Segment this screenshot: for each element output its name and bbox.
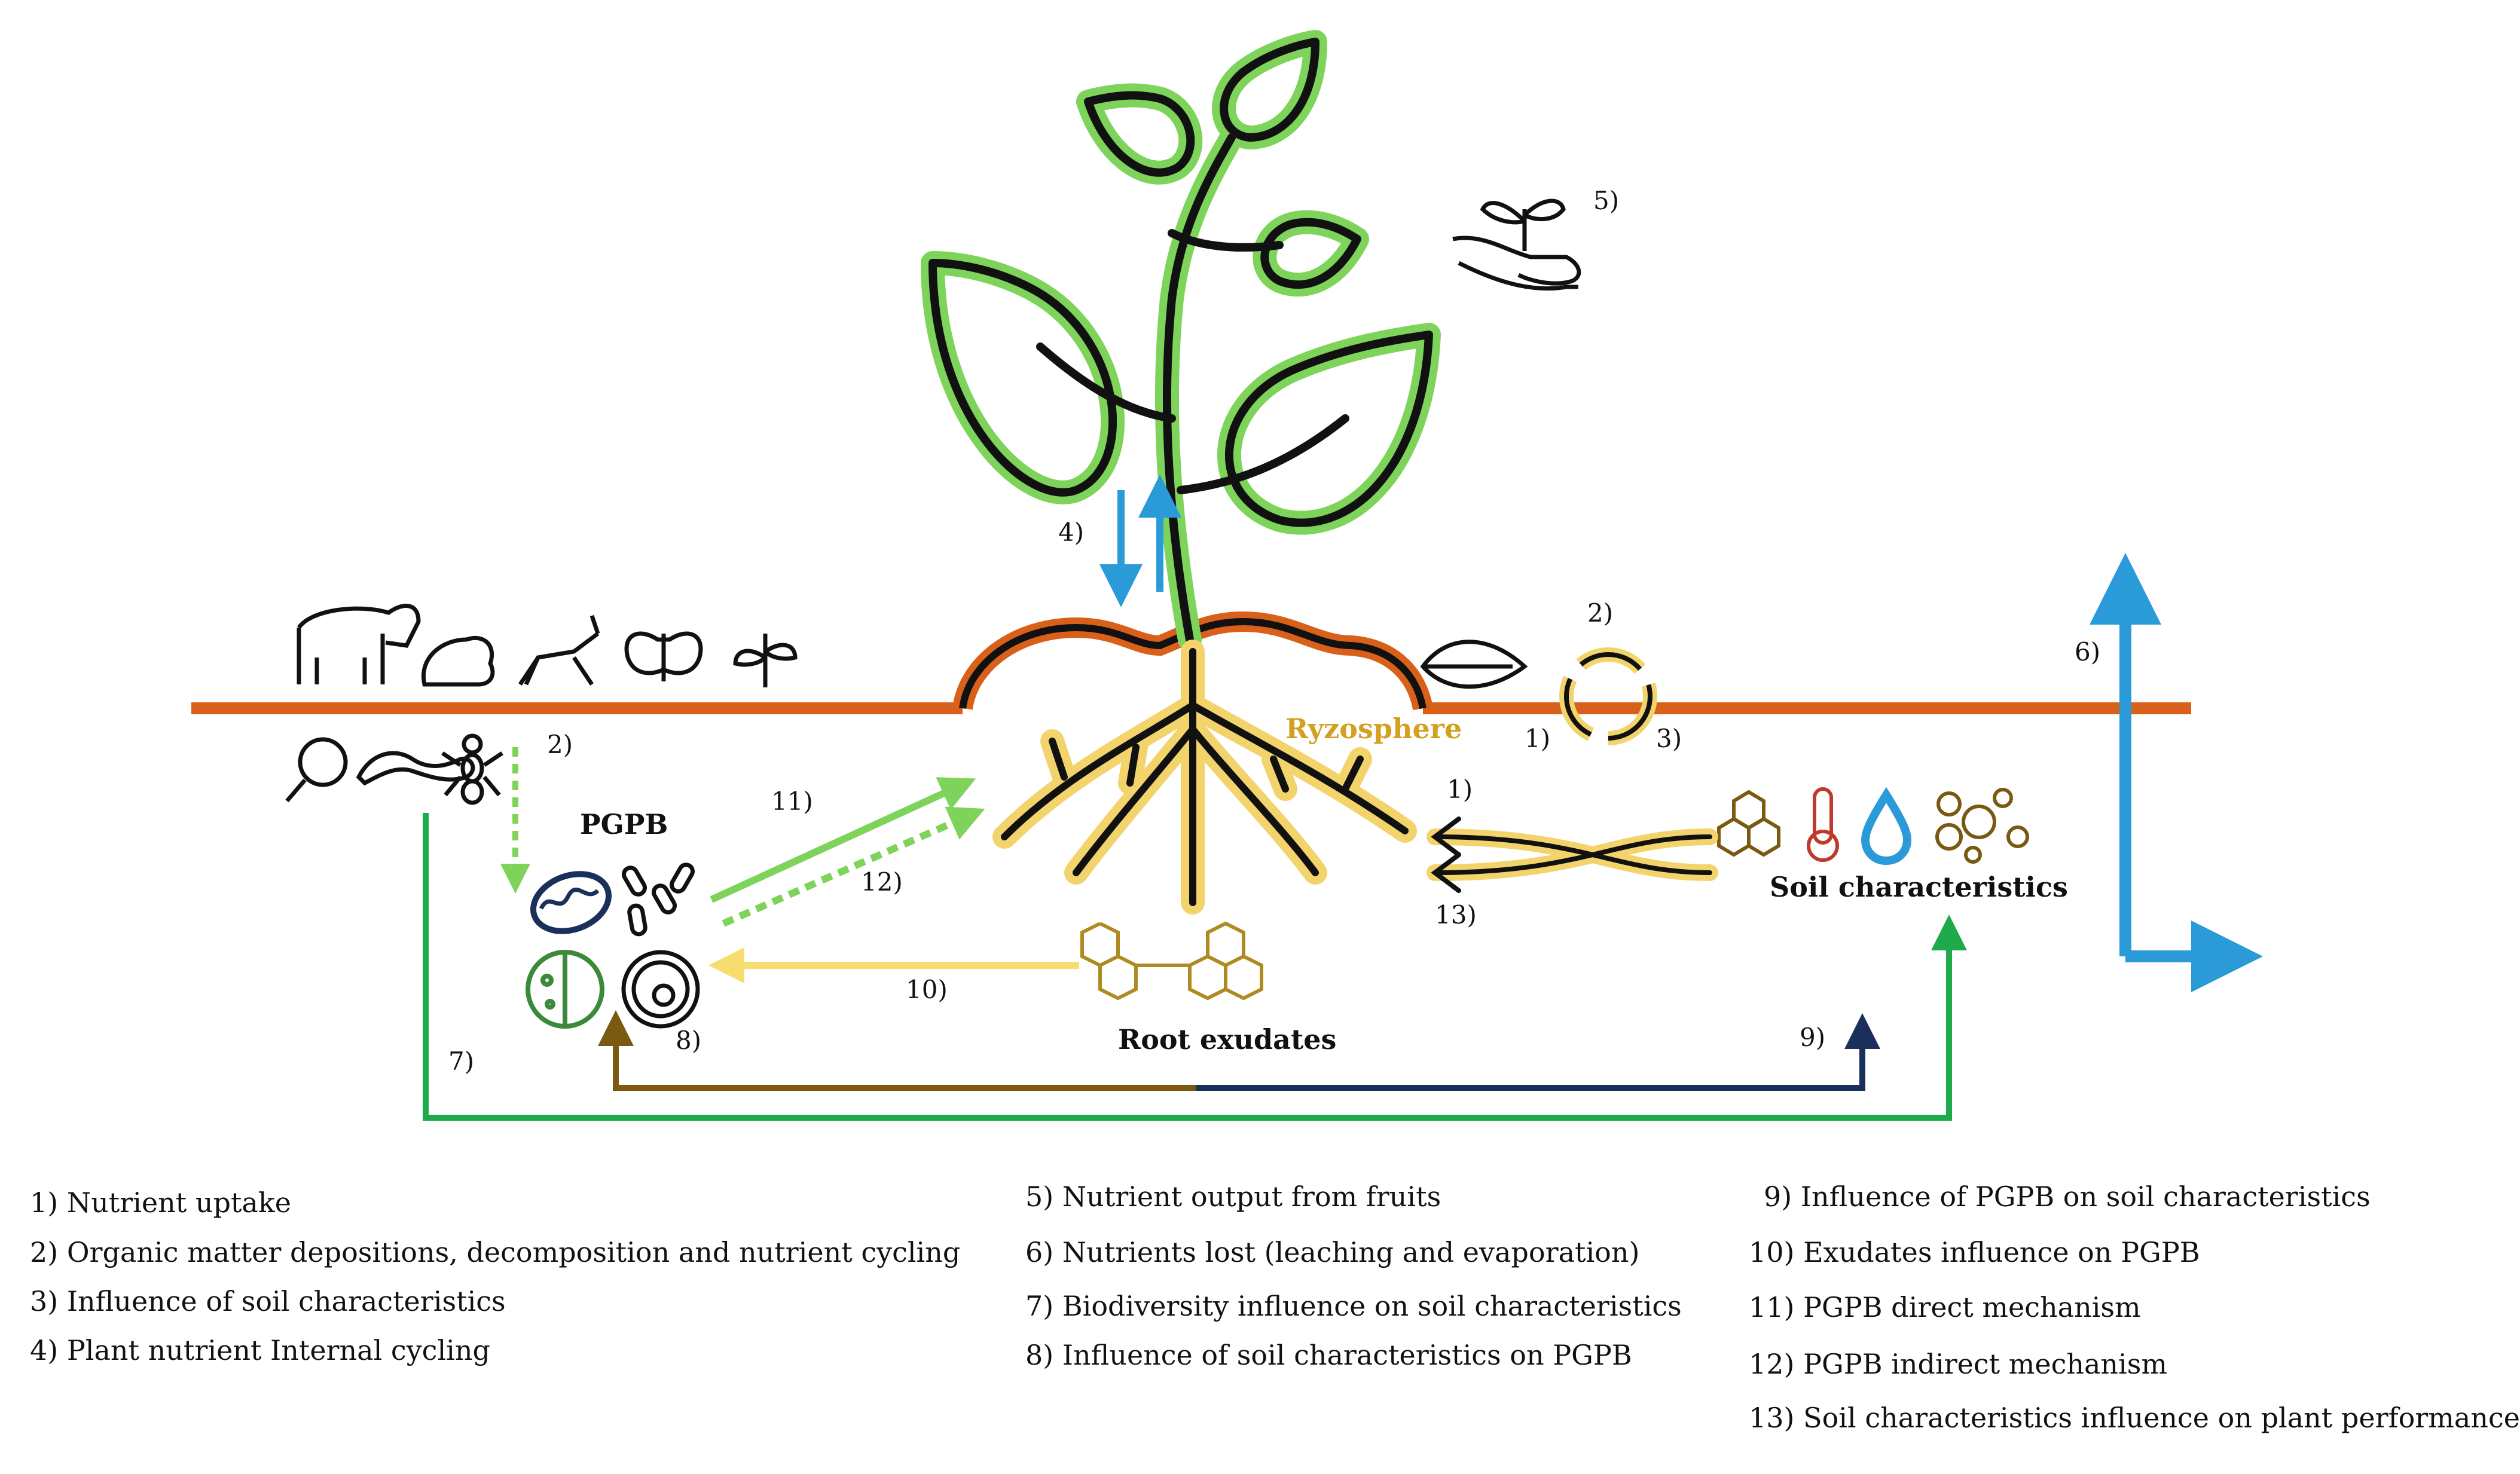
marker-5: 5) xyxy=(1593,186,1619,215)
legend-item-12: 12) PGPB indirect mechanism xyxy=(1749,1348,2167,1380)
frog-icon xyxy=(421,635,495,687)
marker-8: 8) xyxy=(676,1026,701,1055)
mitochondria-icon xyxy=(530,871,612,934)
marker-7: 7) xyxy=(448,1047,474,1076)
legend-item-11: 11) PGPB direct mechanism xyxy=(1749,1291,2141,1323)
arrow-biodiversity xyxy=(423,813,1967,1121)
root-exudates-label: Root exudates xyxy=(1118,1023,1336,1056)
marker-4: 4) xyxy=(1058,518,1084,547)
marker-10: 10) xyxy=(906,975,948,1004)
water-drop-icon xyxy=(1861,787,1912,866)
arrow-pgpb-indirect xyxy=(722,806,985,927)
legend-item-3: 3) Influence of soil characteristics xyxy=(30,1285,506,1317)
roots xyxy=(992,640,1417,915)
soil-characteristics-label: Soil characteristics xyxy=(1770,871,2068,903)
legend-item-13: 13) Soil characteristics influence on pl… xyxy=(1749,1402,2520,1434)
bacteria-icon xyxy=(622,863,695,937)
arrow-pgpb-to-soil xyxy=(1196,1013,1880,1091)
sprout-icon xyxy=(733,634,798,687)
arrow-pgpb-direct xyxy=(710,777,976,903)
magnifier-bug-icon xyxy=(285,737,348,803)
cell-icon xyxy=(526,950,604,1029)
marker-13: 13) xyxy=(1435,900,1477,929)
leaf-icon xyxy=(1420,640,1528,689)
marker-9: 9) xyxy=(1800,1023,1825,1052)
marker-6: 6) xyxy=(2075,637,2100,666)
grasshopper-icon xyxy=(518,614,600,686)
internal-cycling-arrows xyxy=(1099,475,1181,607)
ryzosphere-label: Ryzosphere xyxy=(1285,712,1462,745)
legend-item-8: 8) Influence of soil characteristics on … xyxy=(1025,1339,1632,1371)
legend-item-9: 9) Influence of PGPB on soil characteris… xyxy=(1764,1181,2371,1213)
arrow-soil-to-pgpb xyxy=(598,1010,1196,1091)
legend-item-6: 6) Nutrients lost (leaching and evaporat… xyxy=(1025,1236,1640,1268)
exchange-arrows xyxy=(1427,816,1718,893)
legend-item-10: 10) Exudates influence on PGPB xyxy=(1749,1236,2200,1268)
marker-3: 3) xyxy=(1656,724,1682,753)
marker-2-left: 2) xyxy=(547,730,573,759)
legend-item-7: 7) Biodiversity influence on soil charac… xyxy=(1025,1290,1682,1322)
hand-plant-icon xyxy=(1452,198,1581,291)
marker-12: 12) xyxy=(861,867,903,897)
marker-11: 11) xyxy=(771,787,813,816)
legend-item-4: 4) Plant nutrient Internal cycling xyxy=(30,1334,490,1366)
butterfly-icon xyxy=(624,631,703,681)
plant xyxy=(921,30,1441,652)
legend-item-2: 2) Organic matter depositions, decomposi… xyxy=(30,1236,961,1268)
thermometer-icon xyxy=(1807,787,1839,862)
vacuole-cell-icon xyxy=(621,950,700,1029)
marker-2-top: 2) xyxy=(1587,598,1613,628)
ant-icon xyxy=(441,733,503,805)
molecule-icon xyxy=(1080,921,1263,1001)
legend-item-5: 5) Nutrient output from fruits xyxy=(1025,1181,1441,1213)
cow-icon xyxy=(297,604,421,684)
soil-particles-icon xyxy=(1935,788,2029,864)
cycle-icon xyxy=(1559,647,1657,745)
legend-item-1: 1) Nutrient uptake xyxy=(30,1186,291,1219)
honeycomb-icon xyxy=(1717,790,1780,857)
marker-1-right: 1) xyxy=(1447,775,1473,804)
worm-icon xyxy=(356,751,475,786)
pgpb-label: PGPB xyxy=(580,808,668,840)
marker-1-top: 1) xyxy=(1525,724,1550,753)
